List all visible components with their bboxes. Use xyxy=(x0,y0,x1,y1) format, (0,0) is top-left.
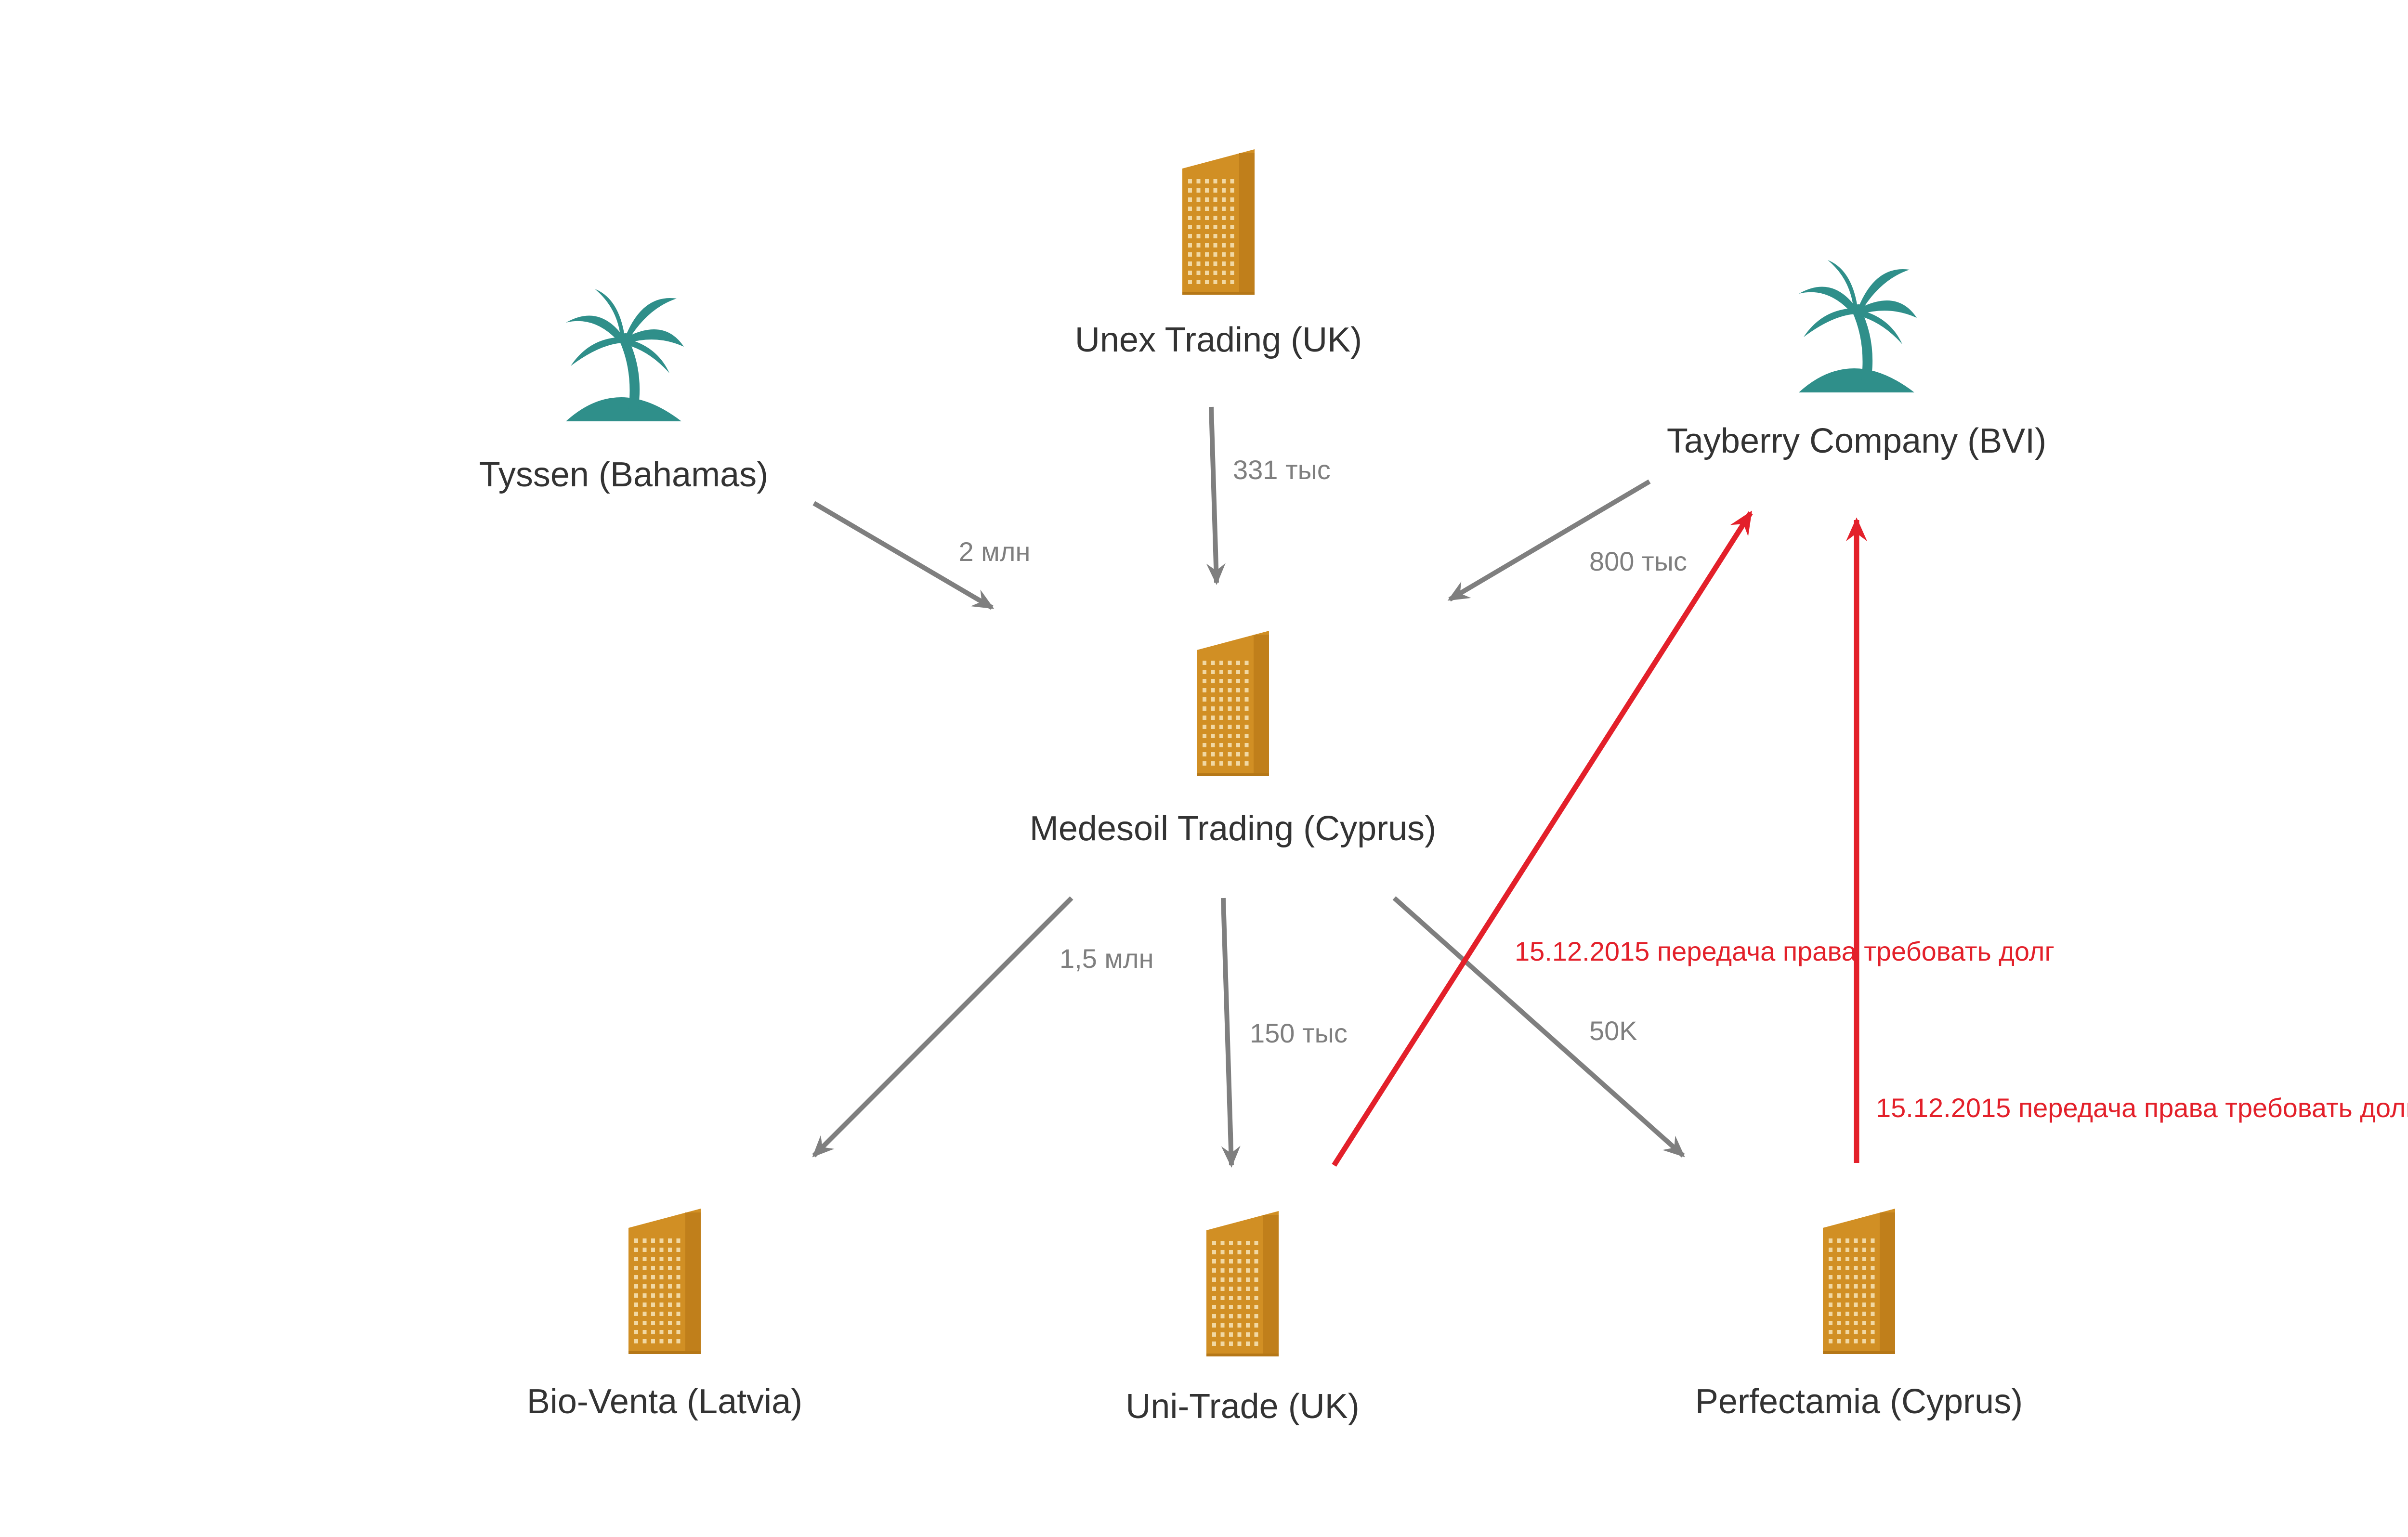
edge-arrow-line xyxy=(1332,510,1753,1167)
edge-unex-to-medesoil: 331 тыс xyxy=(1206,406,1331,585)
node-bioventa[interactable]: Bio-Venta (Latvia) xyxy=(527,1209,802,1421)
node-label: Medesoil Trading (Cyprus) xyxy=(1030,809,1436,848)
node-label: Tayberry Company (BVI) xyxy=(1667,422,2046,460)
edge-label: 2 млн xyxy=(959,536,1031,567)
node-label: Unex Trading (UK) xyxy=(1075,321,1362,359)
building-icon xyxy=(1206,1211,1279,1356)
node-tyssen[interactable]: Tyssen (Bahamas) xyxy=(479,289,768,494)
edge-arrow-line xyxy=(812,896,1073,1158)
palm-island-icon xyxy=(566,289,684,421)
edge-medesoil-to-bioventa: 1,5 млн xyxy=(812,896,1154,1158)
node-label: Bio-Venta (Latvia) xyxy=(527,1382,802,1421)
edge-arrow-line xyxy=(1392,896,1685,1158)
building-icon xyxy=(1823,1209,1895,1354)
node-label: Perfectamia (Cyprus) xyxy=(1695,1382,2023,1421)
node-perfectamia[interactable]: Perfectamia (Cyprus) xyxy=(1695,1209,2023,1421)
edge-label: 1,5 млн xyxy=(1060,943,1154,974)
edge-arrow-line xyxy=(1206,406,1226,585)
edge-label: 331 тыс xyxy=(1233,455,1331,485)
building-icon xyxy=(1182,149,1255,295)
edge-label: 800 тыс xyxy=(1589,546,1687,576)
node-tayberry[interactable]: Tayberry Company (BVI) xyxy=(1667,260,2046,460)
nodes-layer: Unex Trading (UK) Tyssen (Bahamas) Tayberr… xyxy=(479,149,2046,1426)
edge-perfectamia-to-tayberry: 15.12.2015 передача права требовать долг xyxy=(1846,517,2408,1163)
building-icon xyxy=(1197,631,1269,776)
edge-arrow-line xyxy=(1221,898,1241,1168)
edge-label: 15.12.2015 передача права требовать долг xyxy=(1876,1093,2408,1123)
edge-tyssen-to-medesoil: 2 млн xyxy=(812,501,1031,610)
node-unex[interactable]: Unex Trading (UK) xyxy=(1075,149,1362,359)
edge-label: 15.12.2015 передача права требовать долг xyxy=(1515,936,2055,966)
edge-medesoil-to-perfectamia: 50K xyxy=(1392,896,1685,1158)
building-icon xyxy=(628,1209,701,1354)
edge-medesoil-to-unitrade: 150 тыс xyxy=(1221,898,1348,1168)
edge-label: 150 тыс xyxy=(1250,1018,1348,1048)
edges-layer: 2 млн 331 тыс 800 тыс 1,5 млн 150 тыс 50K 15.1… xyxy=(812,406,2408,1168)
palm-island-icon xyxy=(1799,260,1917,392)
edge-label: 50K xyxy=(1589,1016,1637,1046)
edge-tayberry-to-medesoil: 800 тыс xyxy=(1447,479,1687,602)
node-medesoil[interactable]: Medesoil Trading (Cyprus) xyxy=(1030,631,1436,848)
edge-unitrade-to-tayberry: 15.12.2015 передача права требовать долг xyxy=(1332,510,2055,1167)
edge-arrow-line xyxy=(1447,479,1651,602)
node-label: Tyssen (Bahamas) xyxy=(479,456,768,494)
node-unitrade[interactable]: Uni-Trade (UK) xyxy=(1125,1211,1360,1426)
node-label: Uni-Trade (UK) xyxy=(1125,1387,1359,1426)
edge-arrow-line xyxy=(812,501,995,610)
